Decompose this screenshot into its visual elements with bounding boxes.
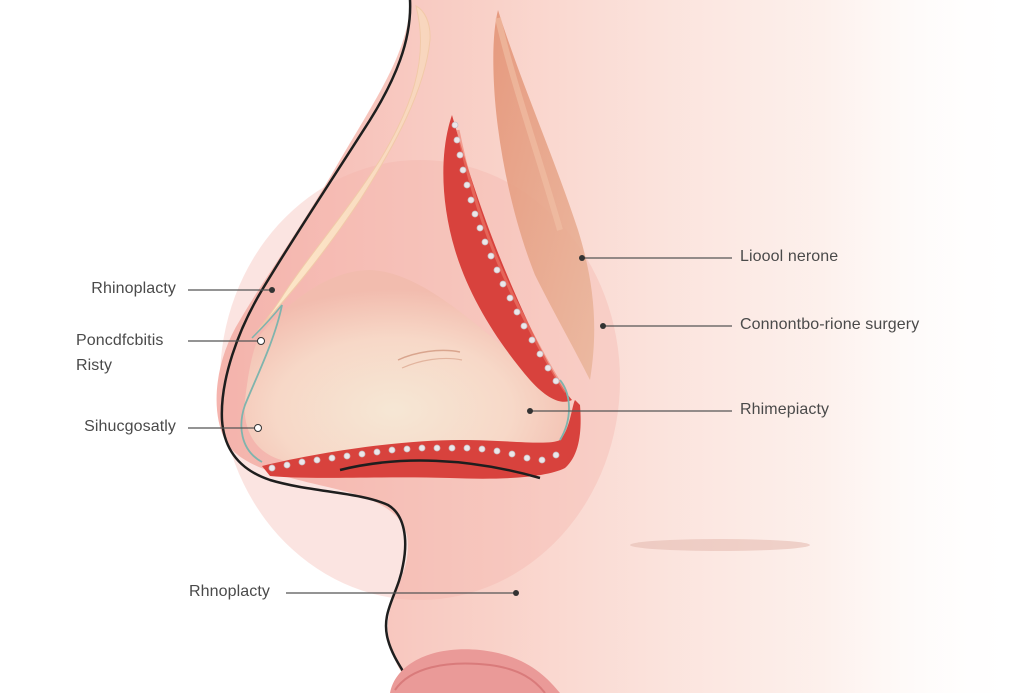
label-left-2-line2: Risty <box>76 357 113 374</box>
nasal-tip-tissue <box>244 270 575 470</box>
label-right-3: Rhimepiacty <box>740 401 830 418</box>
label-left-2-line1: Poncdfcbitis <box>76 332 164 349</box>
lip <box>390 649 560 693</box>
label-right-2: Connontbo-rione surgery <box>740 316 920 333</box>
label-left-3: Sihucgosatly <box>84 418 176 435</box>
nostril-outline <box>339 459 541 480</box>
dorsum-ridge <box>257 5 431 331</box>
label-left-2: Poncdfcbitis Risty <box>76 328 163 378</box>
incision-line <box>240 304 570 463</box>
leader-lines <box>188 257 732 594</box>
suture-dots-septum <box>451 121 560 385</box>
septal-cartilage <box>443 115 572 402</box>
alar-cartilage-rim <box>262 400 581 479</box>
suture-dots-rim <box>268 444 560 472</box>
label-right-1: Lioool nerone <box>740 248 839 265</box>
label-left-1: Rhinoplacty <box>91 280 176 297</box>
label-bottom: Rhnoplacty <box>188 583 270 600</box>
nose-profile-outline <box>220 0 416 693</box>
marker-dots <box>254 255 606 596</box>
